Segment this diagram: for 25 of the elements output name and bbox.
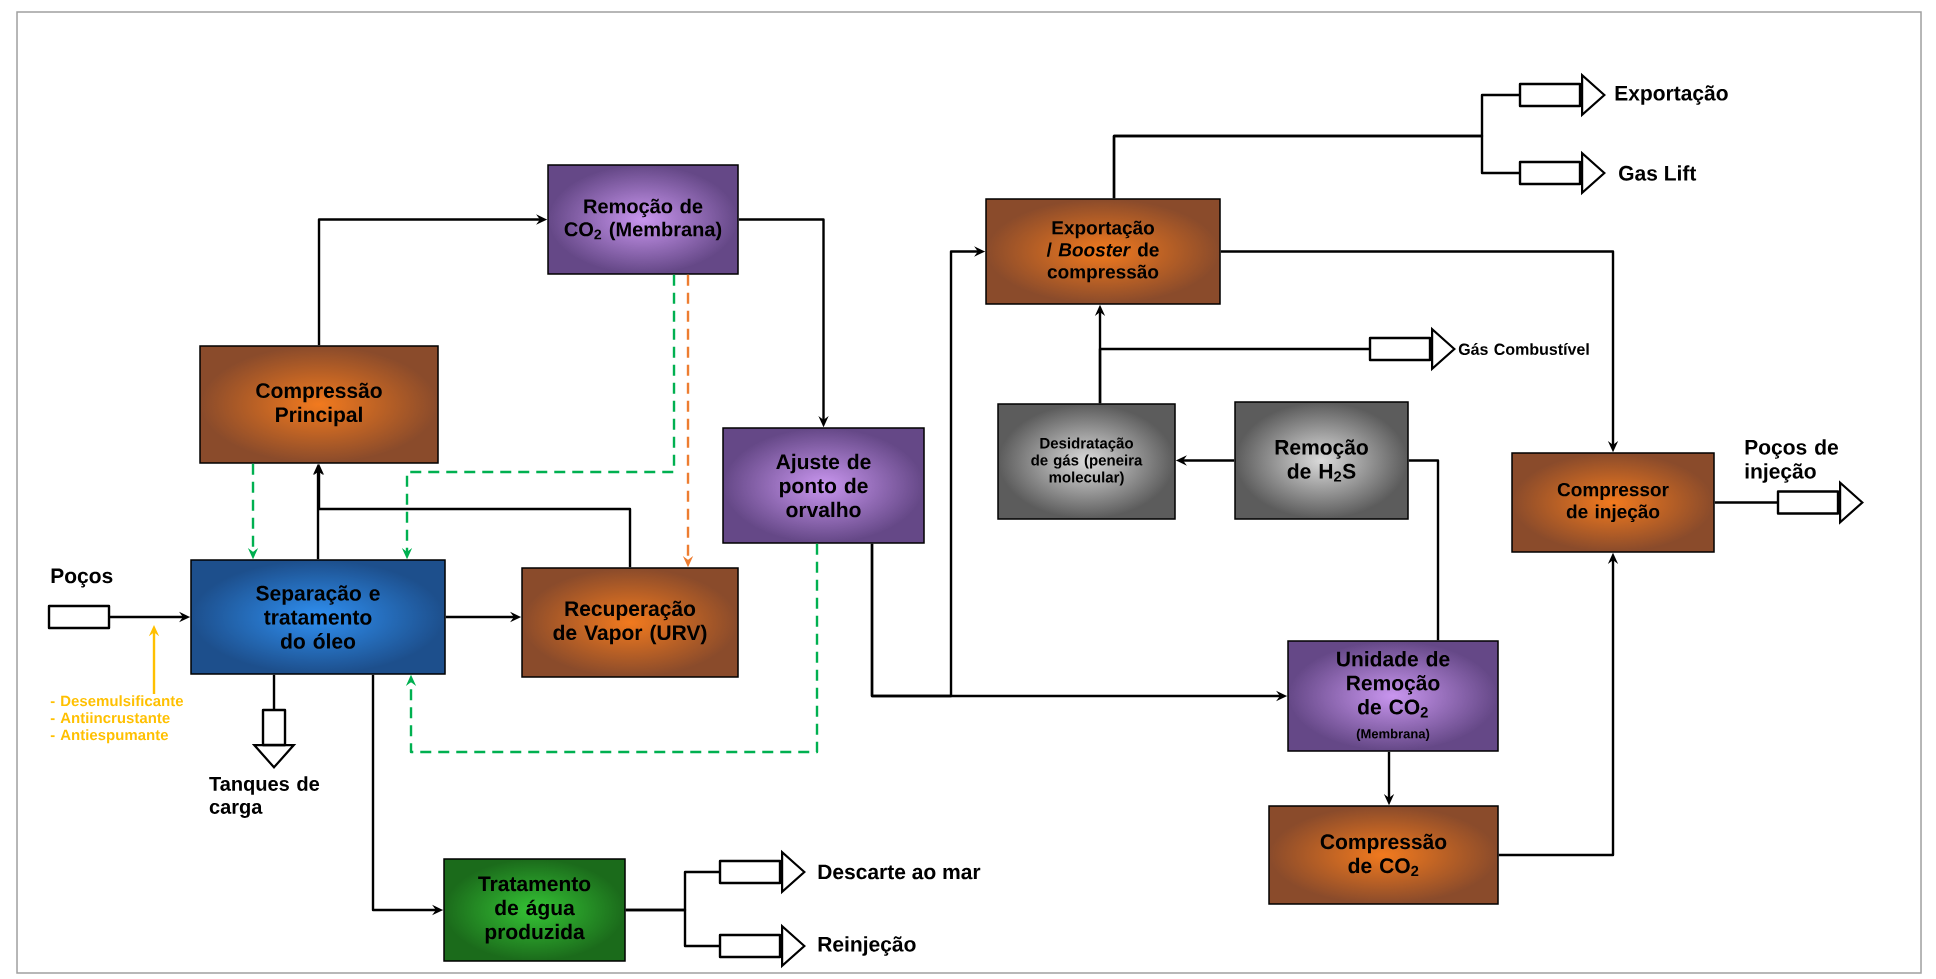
process-box: Unidade de Remoção de CO$_{2}$ (Membrana) xyxy=(1287,640,1499,752)
process-box: Compressão de CO$_{2}$ xyxy=(1268,805,1499,905)
stream-label: Poços de injeção xyxy=(1745,439,1838,483)
flow-arrow xyxy=(1112,134,1606,199)
flow-arrow xyxy=(405,543,819,754)
process-box: Exportação / Booster de compressão xyxy=(985,198,1221,305)
stream-label: Gás Combustível xyxy=(1458,343,1589,355)
stream-label: Gas Lift xyxy=(1619,165,1697,181)
chemical-list: - Desemulsificante - Antiincrustante - Antiespumante xyxy=(50,695,184,744)
process-box: Remoção de CO$_{2}$ (Membrana) xyxy=(547,164,739,275)
process-box: Remoção de H$_{2}$S xyxy=(1234,401,1409,520)
stream-label: Reinjeção xyxy=(818,936,916,956)
flow-line xyxy=(1408,459,1440,641)
process-box: Desidratação de gás (peneira molecular) xyxy=(997,403,1176,520)
stream-label: Exportação xyxy=(1615,85,1728,105)
process-box: Recuperação de Vapor (URV) xyxy=(521,567,739,678)
stream-label: Descarte ao mar xyxy=(818,864,981,880)
stream-label: Tanques de carga xyxy=(209,776,320,818)
stream-label: Poços xyxy=(51,568,113,588)
process-box: Compressor de injeção xyxy=(1511,452,1715,553)
flow-arrow xyxy=(1098,326,1456,404)
process-box: Separação e tratamento do óleo xyxy=(190,559,446,675)
process-box: Tratamento de água produzida xyxy=(443,858,626,962)
process-box: Compressão Principal xyxy=(199,345,439,464)
process-box: Ajuste de ponto de orvalho xyxy=(722,427,925,544)
